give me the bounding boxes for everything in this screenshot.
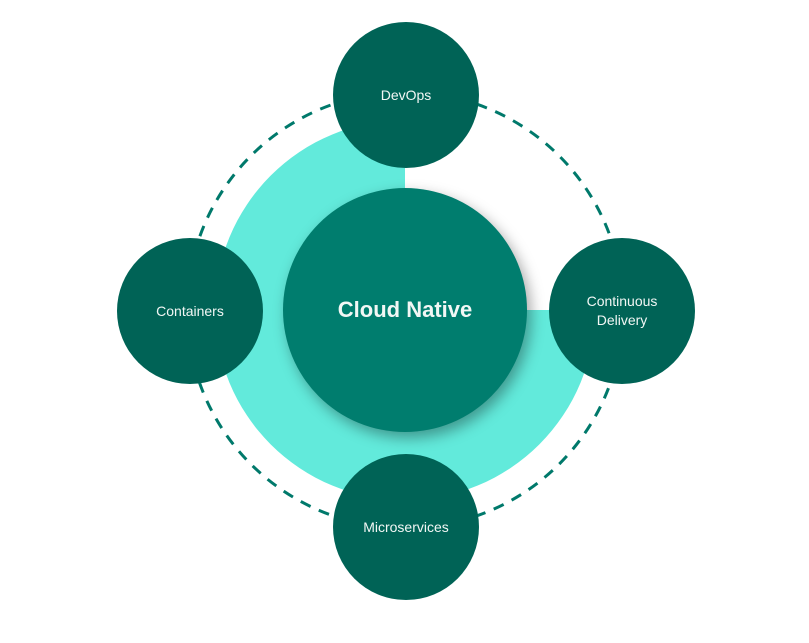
node-microservices: Microservices <box>333 454 479 600</box>
node-label-microservices: Microservices <box>363 518 449 535</box>
node-containers: Containers <box>117 238 263 384</box>
node-label-continuous-delivery: Continuous Delivery <box>586 293 658 328</box>
node-label-devops: DevOps <box>380 86 432 103</box>
center-node-cloud-native: Cloud Native <box>283 188 527 432</box>
node-label-containers: Containers <box>156 302 224 319</box>
node-continuous-delivery: Continuous Delivery <box>549 238 695 384</box>
center-label: Cloud Native <box>337 297 473 322</box>
node-devops: DevOps <box>333 22 479 168</box>
